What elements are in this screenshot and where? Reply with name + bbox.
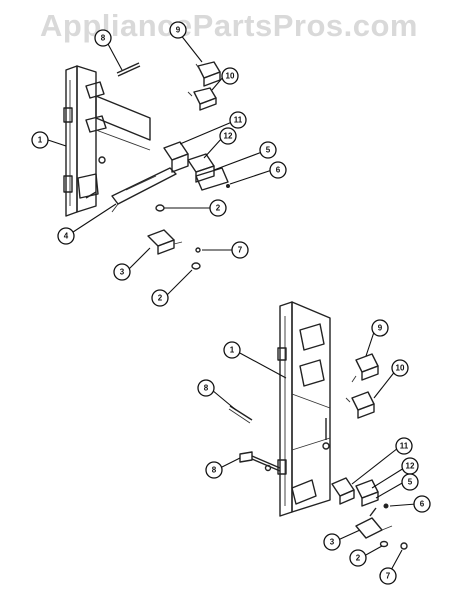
callout-u12[interactable]: 12 xyxy=(219,127,237,145)
upper-plate-5 xyxy=(195,167,229,191)
callout-l8b[interactable]: 8 xyxy=(205,461,223,479)
callout-u3[interactable]: 3 xyxy=(113,263,131,281)
callout-l12[interactable]: 12 xyxy=(401,457,419,475)
callout-l6-label: 6 xyxy=(420,500,425,509)
callout-u5-label: 5 xyxy=(266,146,271,155)
lower-washer-2 xyxy=(379,540,389,548)
lower-switch-11 xyxy=(331,477,355,505)
upper-switch-11 xyxy=(163,141,189,173)
callout-u1[interactable]: 1 xyxy=(31,131,49,149)
callout-l9[interactable]: 9 xyxy=(371,319,389,337)
callout-u9[interactable]: 9 xyxy=(169,21,187,39)
callout-u12-label: 12 xyxy=(224,132,233,141)
upper-washer-2b xyxy=(191,262,201,270)
callout-l8a[interactable]: 8 xyxy=(197,379,215,397)
upper-lever-4 xyxy=(111,167,177,213)
callout-u2b[interactable]: 2 xyxy=(151,289,169,307)
callout-l8a-label: 8 xyxy=(204,384,209,393)
callout-l2-label: 2 xyxy=(356,554,361,563)
callout-u2b-label: 2 xyxy=(158,294,163,303)
callout-l2[interactable]: 2 xyxy=(349,549,367,567)
callout-u8[interactable]: 8 xyxy=(94,29,112,47)
callout-u2a[interactable]: 2 xyxy=(209,199,227,217)
upper-rod xyxy=(117,65,141,77)
lower-assembly xyxy=(211,301,417,573)
callout-l1-label: 1 xyxy=(230,346,235,355)
upper-assembly xyxy=(47,33,273,297)
upper-pin-7 xyxy=(195,247,201,253)
callout-u7[interactable]: 7 xyxy=(231,241,249,259)
callout-l9-label: 9 xyxy=(378,324,383,333)
callout-l1[interactable]: 1 xyxy=(223,341,241,359)
lower-switch-10 xyxy=(345,391,375,419)
callout-l10[interactable]: 10 xyxy=(391,359,409,377)
callout-u9-label: 9 xyxy=(176,26,181,35)
lower-switch-3 xyxy=(355,507,393,539)
callout-u2a-label: 2 xyxy=(216,204,221,213)
callout-u10[interactable]: 10 xyxy=(221,67,239,85)
upper-pin-6 xyxy=(226,184,230,188)
upper-washer-2a xyxy=(155,204,165,212)
lower-pin-7 xyxy=(400,542,408,550)
lower-bolt-8 xyxy=(239,451,281,472)
callout-l3-label: 3 xyxy=(330,538,335,547)
callout-l11[interactable]: 11 xyxy=(395,437,413,455)
callout-u8-label: 8 xyxy=(101,34,106,43)
lower-pin-6 xyxy=(383,503,389,509)
upper-switch-3 xyxy=(147,229,183,255)
callout-l5-label: 5 xyxy=(408,478,413,487)
callout-l7-label: 7 xyxy=(386,572,391,581)
callout-u11-label: 11 xyxy=(234,116,243,125)
callout-l8b-label: 8 xyxy=(212,466,217,475)
upper-switch-9 xyxy=(195,61,221,87)
callout-u11[interactable]: 11 xyxy=(229,111,247,129)
callout-u6[interactable]: 6 xyxy=(269,161,287,179)
callout-l11-label: 11 xyxy=(400,442,409,451)
callout-l6[interactable]: 6 xyxy=(413,495,431,513)
callout-l10-label: 10 xyxy=(396,364,405,373)
callout-u10-label: 10 xyxy=(226,72,235,81)
lower-bracket xyxy=(277,301,331,517)
callout-l3[interactable]: 3 xyxy=(323,533,341,551)
callout-l7[interactable]: 7 xyxy=(379,567,397,585)
callout-u3-label: 3 xyxy=(120,268,125,277)
callout-l5[interactable]: 5 xyxy=(401,473,419,491)
callout-l12-label: 12 xyxy=(406,462,415,471)
lower-switch-12 xyxy=(355,479,379,507)
lower-switch-9 xyxy=(351,353,379,383)
callout-u4-label: 4 xyxy=(64,232,69,241)
callout-u1-label: 1 xyxy=(38,136,43,145)
upper-switch-12 xyxy=(187,153,215,183)
callout-u5[interactable]: 5 xyxy=(259,141,277,159)
callout-u6-label: 6 xyxy=(276,166,281,175)
callout-u4[interactable]: 4 xyxy=(57,227,75,245)
upper-bracket xyxy=(63,65,151,217)
upper-switch-10 xyxy=(187,87,217,111)
callout-u7-label: 7 xyxy=(238,246,243,255)
